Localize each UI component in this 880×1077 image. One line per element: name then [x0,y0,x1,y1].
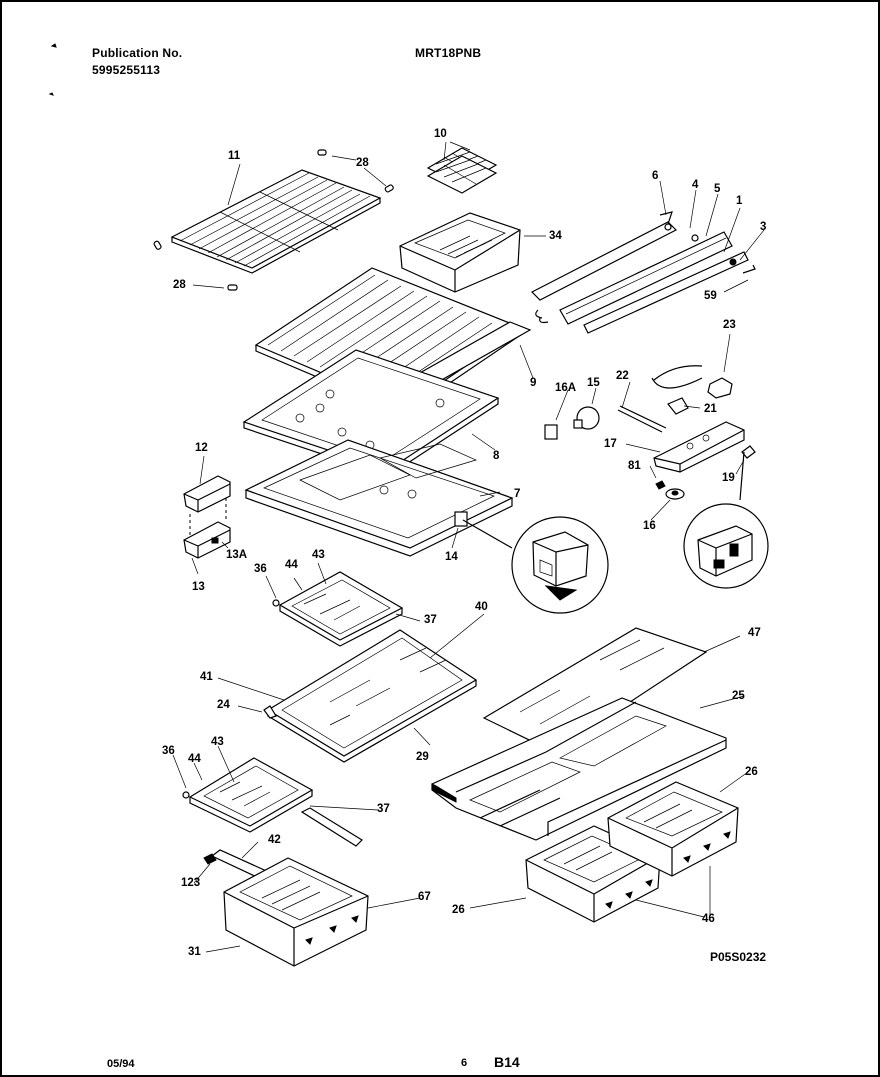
callout-28: 28 [173,279,186,291]
registration-mark [48,92,54,96]
callout-42: 42 [268,834,281,846]
callout-43: 43 [312,549,325,561]
callout-44: 44 [285,559,298,571]
callout-24: 24 [217,699,230,711]
divider-panel [244,439,514,557]
callout-47: 47 [748,627,761,639]
callout-19: 19 [722,472,735,484]
callout-1: 1 [736,195,743,207]
callout-123: 123 [181,877,201,889]
publication-number: 5995255113 [92,63,161,77]
shelf-stud [153,149,394,291]
crisper-drawer [607,781,739,877]
callout-6: 6 [652,170,659,182]
callout-43: 43 [211,736,224,748]
callout-12: 12 [195,442,208,454]
callout-10: 10 [434,128,447,140]
callout-28: 28 [356,157,369,169]
callout-25: 25 [732,690,745,702]
callout-36: 36 [162,745,175,757]
footer-page-number: 6 [461,1057,468,1069]
callout-67: 67 [418,891,431,903]
callout-34: 34 [549,230,562,242]
callout-13A: 13A [226,549,248,561]
callout-8: 8 [493,450,500,462]
callout-29: 29 [416,751,429,763]
callout-22: 22 [616,370,629,382]
publication-label: Publication No. [92,46,183,60]
lower-small-glass-shelf [182,757,314,833]
callout-13: 13 [192,581,205,593]
wire-freezer-shelf [170,169,382,274]
callout-16A: 16A [555,382,577,394]
registration-mark [50,43,57,48]
callout-37: 37 [424,614,437,626]
footer-date: 05/94 [107,1058,135,1070]
callout-9: 9 [530,377,537,389]
callout-4: 4 [692,179,699,191]
model-number: MRT18PNB [415,46,482,60]
crisper-cover-frame [431,697,727,841]
callout-15: 15 [587,377,600,389]
callout-40: 40 [475,601,488,613]
footer-code: B14 [494,1054,520,1070]
large-glass-shelf [263,629,478,763]
callout-14: 14 [445,551,458,563]
ice-bucket [399,212,521,293]
callout-81: 81 [628,460,641,472]
ice-cube-trays [426,147,498,194]
meat-drawer [223,857,369,967]
light-switch [454,511,609,614]
callout-11: 11 [228,150,241,162]
callout-26: 26 [745,766,758,778]
callout-7: 7 [514,488,521,500]
callout-37: 37 [377,803,390,815]
shelf-rail-assembly [530,211,756,334]
light-assembly [544,365,769,589]
callout-17: 17 [604,438,617,450]
drawing-id: P05S0232 [710,950,767,964]
callout-21: 21 [704,403,717,415]
upper-small-glass-shelf [272,571,404,647]
callout-46: 46 [702,913,715,925]
callout-31: 31 [188,946,201,958]
callout-3: 3 [760,221,767,233]
callout-leader-lines [172,141,765,953]
callout-36: 36 [254,563,267,575]
callout-59: 59 [704,290,717,302]
callout-41: 41 [200,671,213,683]
callout-23: 23 [723,319,736,331]
callout-26: 26 [452,904,465,916]
callout-44: 44 [188,753,201,765]
callout-5: 5 [714,183,721,195]
callout-16: 16 [643,520,656,532]
door-bin [183,475,231,559]
